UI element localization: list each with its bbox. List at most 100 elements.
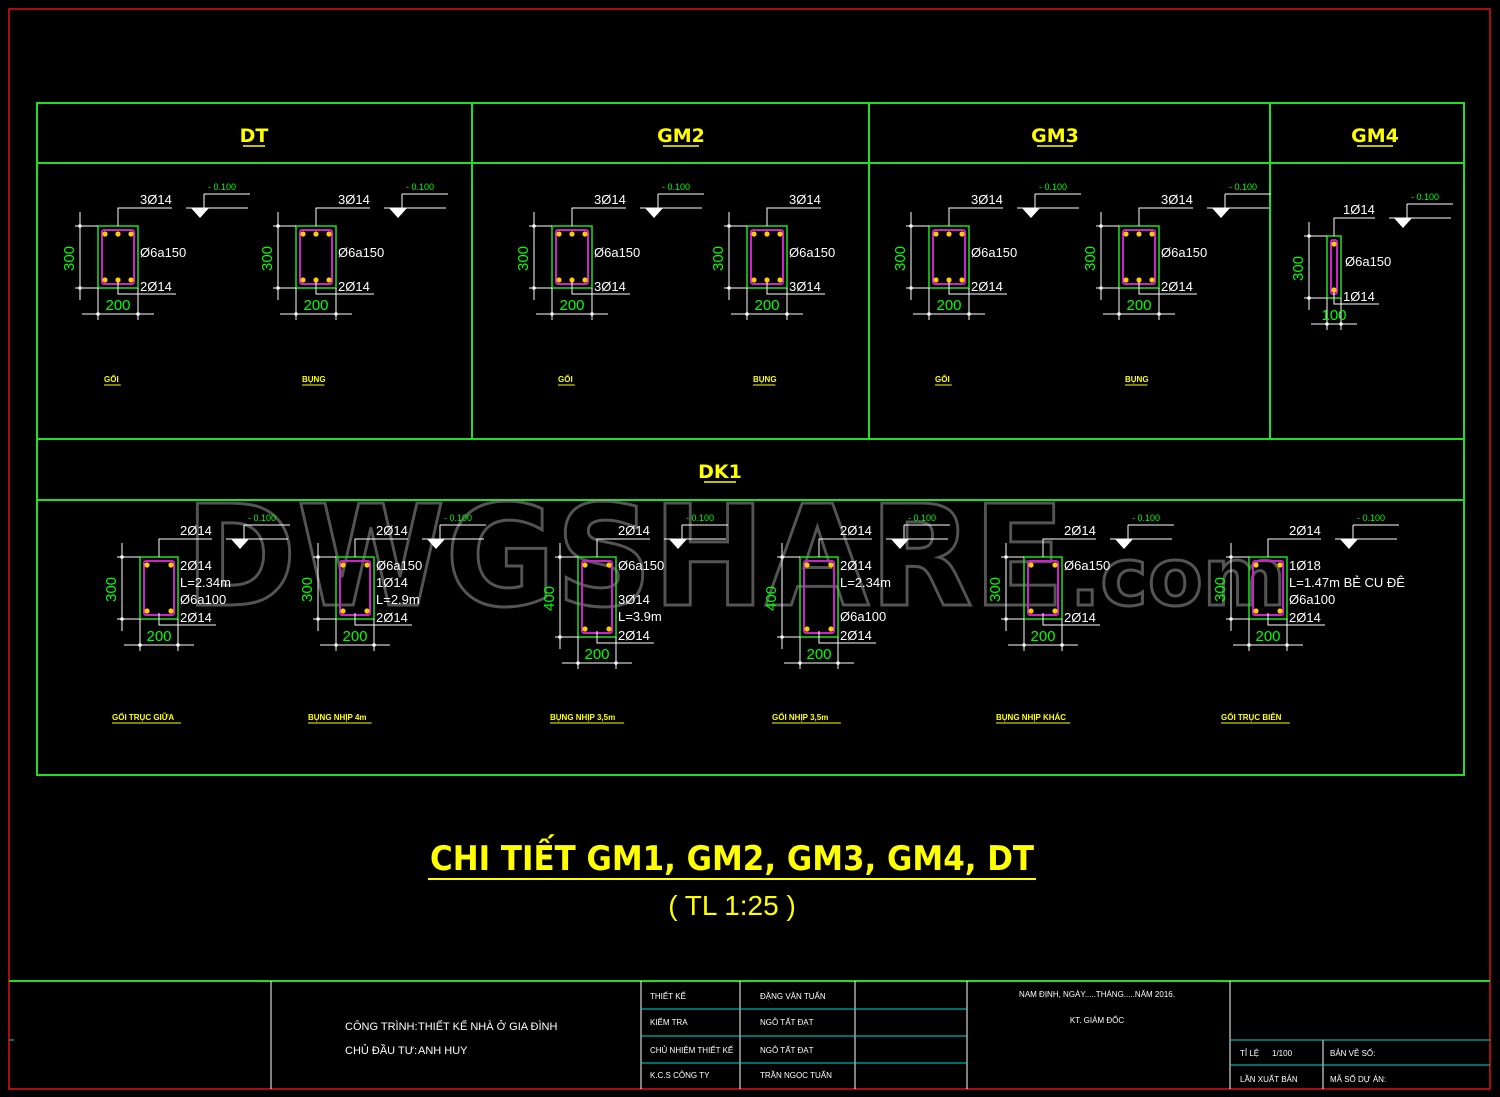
rebar-top bbox=[764, 231, 770, 237]
svg-text:MÃ SỐ DỰ ÁN:: MÃ SỐ DỰ ÁN: bbox=[1330, 1074, 1386, 1084]
rebar-top bbox=[606, 562, 612, 568]
bottom-rebar-label: 2Ø14 bbox=[338, 279, 370, 294]
svg-text:1/100: 1/100 bbox=[1272, 1049, 1293, 1058]
svg-text:GM4: GM4 bbox=[1351, 125, 1399, 147]
stirrup-label: Ø6a150 bbox=[1345, 254, 1391, 269]
dim-tick bbox=[558, 555, 562, 559]
top-rebar-label: 2Ø14 bbox=[840, 523, 872, 538]
elevation-mark bbox=[1394, 218, 1412, 228]
dim-tick bbox=[1339, 322, 1343, 326]
rebar-bottom bbox=[582, 277, 588, 283]
top-rebar-label: 2Ø14 bbox=[1064, 523, 1096, 538]
svg-text:TỈ LỆ: TỈ LỆ bbox=[1240, 1049, 1259, 1058]
elevation-mark bbox=[191, 208, 209, 218]
height-dimension: 300 bbox=[892, 246, 909, 271]
drawing-title: CHI TIẾT GM1, GM2, GM3, GM4, DT ( TL 1:2… bbox=[428, 834, 1036, 921]
rebar-bottom bbox=[751, 277, 757, 283]
rebar-top bbox=[1149, 231, 1155, 237]
rebar-bottom bbox=[102, 277, 108, 283]
rebar-bottom bbox=[128, 277, 134, 283]
dim-tick bbox=[78, 224, 82, 228]
dim-tick bbox=[120, 617, 124, 621]
leader-top bbox=[571, 207, 626, 226]
leader-bottom bbox=[948, 282, 1007, 295]
bottom-rebar-label: 1Ø14 bbox=[1343, 289, 1375, 304]
bottom-rebar-label: 3Ø14 bbox=[789, 279, 821, 294]
rebar-bottom bbox=[777, 277, 783, 283]
svg-text:NAM ĐỊNH, NGÀY.....THÁNG.....N: NAM ĐỊNH, NGÀY.....THÁNG.....NĂM 2016. bbox=[1019, 990, 1175, 999]
elevation-value: - 0.100 bbox=[1132, 513, 1160, 523]
leader-top bbox=[1267, 538, 1321, 557]
svg-text:CHỦ ĐẦU TƯ:: CHỦ ĐẦU TƯ: bbox=[345, 1044, 417, 1057]
elevation-value: - 0.100 bbox=[1357, 513, 1385, 523]
rebar-top bbox=[804, 562, 810, 568]
leader-bottom bbox=[117, 282, 176, 295]
dim-tick bbox=[590, 312, 594, 316]
bottom-rebar-label: 2Ø14 bbox=[140, 279, 172, 294]
rebar-bottom bbox=[1149, 277, 1155, 283]
svg-text:GM2: GM2 bbox=[657, 125, 705, 147]
dim-tick bbox=[294, 312, 298, 316]
dim-tick bbox=[1099, 224, 1103, 228]
height-dimension: 300 bbox=[259, 246, 276, 271]
rebar-bottom bbox=[556, 277, 562, 283]
dim-tick bbox=[334, 312, 338, 316]
rebar-top bbox=[1052, 562, 1058, 568]
dim-tick bbox=[1022, 643, 1026, 647]
height-dimension: 300 bbox=[61, 246, 78, 271]
stirrup-label: Ø6a150 bbox=[140, 245, 186, 260]
dim-tick bbox=[909, 286, 913, 290]
elevation-mark bbox=[669, 539, 687, 549]
rebar-top bbox=[300, 231, 306, 237]
top-rebar-label: 2Ø14 bbox=[180, 523, 212, 538]
rebar-bottom bbox=[313, 277, 319, 283]
rebar-note: L=2.9m bbox=[376, 592, 420, 607]
svg-text:DT: DT bbox=[240, 125, 269, 147]
leader-bottom bbox=[158, 613, 216, 626]
dim-tick bbox=[967, 312, 971, 316]
width-dimension: 200 bbox=[1255, 628, 1280, 645]
dim-tick bbox=[1285, 643, 1289, 647]
elevation-value: - 0.100 bbox=[1039, 182, 1067, 192]
rebar-bottom bbox=[1028, 608, 1034, 614]
rebar-bottom bbox=[569, 277, 575, 283]
dim-tick bbox=[1307, 234, 1311, 238]
top-rebar-label: 2Ø14 bbox=[376, 523, 408, 538]
dim-tick bbox=[558, 635, 562, 639]
dim-tick bbox=[927, 312, 931, 316]
section-caption: GỐI TRỤC BIÊN bbox=[1221, 712, 1282, 722]
stirrup bbox=[1122, 229, 1156, 285]
rebar-bottom bbox=[1136, 277, 1142, 283]
svg-text:THIẾT KẾ NHÀ Ở GIA ĐÌNH: THIẾT KẾ NHÀ Ở GIA ĐÌNH bbox=[418, 1020, 557, 1033]
height-dimension: 300 bbox=[515, 246, 532, 271]
dim-tick bbox=[96, 312, 100, 316]
height-dimension: 300 bbox=[1212, 577, 1229, 602]
width-dimension: 200 bbox=[806, 646, 831, 663]
bottom-rebar-label: 2Ø14 bbox=[376, 610, 408, 625]
elevation-mark bbox=[427, 539, 445, 549]
elevation-value: - 0.100 bbox=[406, 182, 434, 192]
rebar-bottom bbox=[144, 608, 150, 614]
rebar-bottom bbox=[582, 626, 588, 632]
rebar-bottom bbox=[933, 277, 939, 283]
section-caption: BỤNG bbox=[753, 375, 777, 384]
leader-bottom bbox=[354, 613, 412, 626]
rebar-bottom bbox=[364, 608, 370, 614]
rebar-top bbox=[326, 231, 332, 237]
leader-bottom bbox=[818, 631, 876, 644]
bottom-rebar-label: 2Ø14 bbox=[1064, 610, 1096, 625]
dim-tick bbox=[276, 224, 280, 228]
top-rebar-label: 3Ø14 bbox=[789, 192, 821, 207]
elevation-value: - 0.100 bbox=[444, 513, 472, 523]
width-dimension: 200 bbox=[1030, 628, 1055, 645]
svg-text:THIẾT KẾ: THIẾT KẾ bbox=[650, 991, 686, 1001]
leader-bottom bbox=[315, 282, 374, 295]
rebar-note: Ø6a100 bbox=[840, 609, 886, 624]
leader-top bbox=[158, 538, 212, 557]
rebar-bottom bbox=[959, 277, 965, 283]
leader-top bbox=[1138, 207, 1193, 226]
